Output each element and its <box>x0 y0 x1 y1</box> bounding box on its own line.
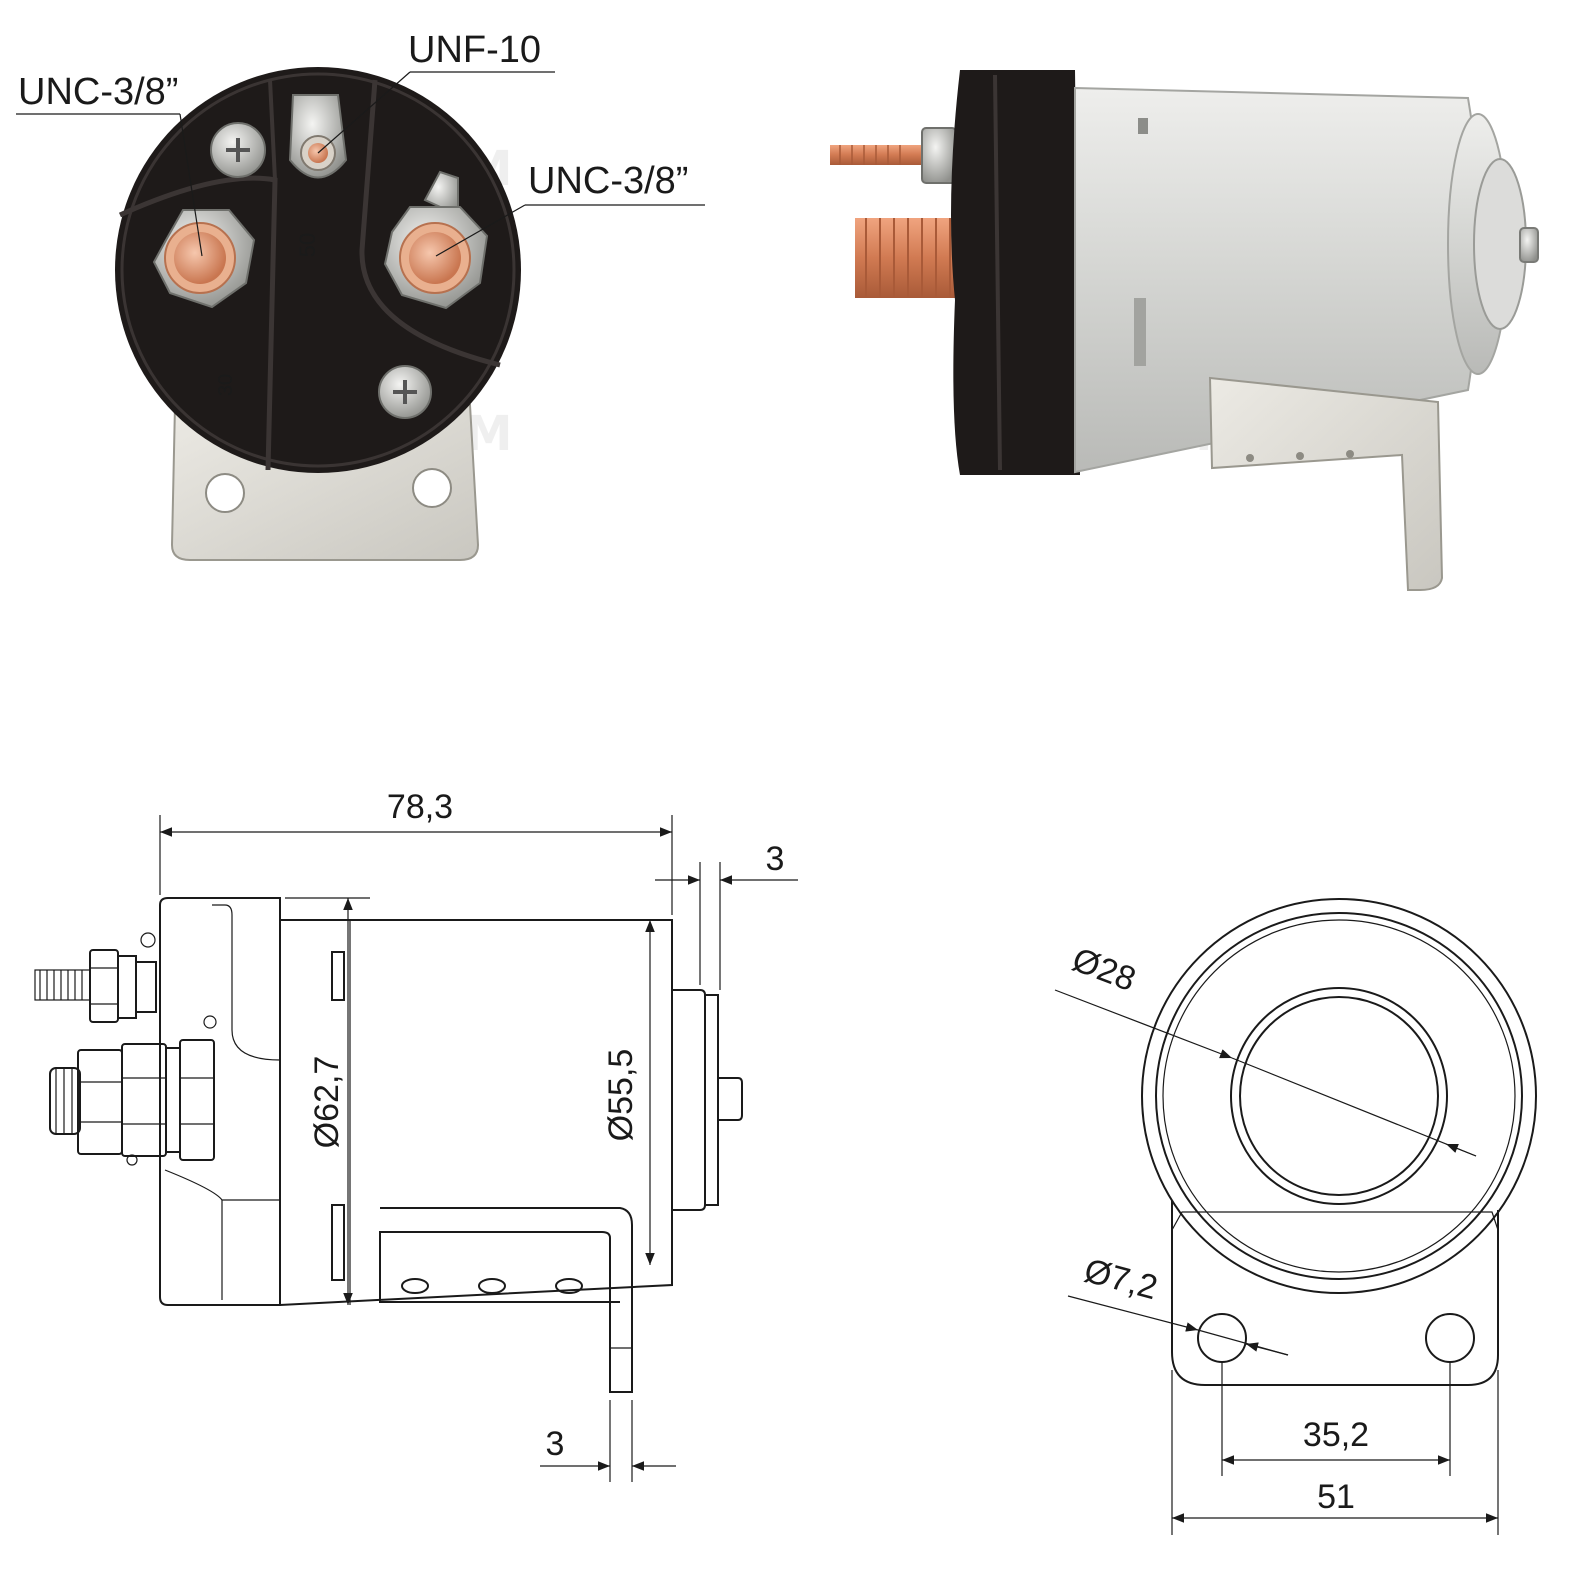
terminal-rivet <box>140 932 156 948</box>
hex-nut <box>921 127 957 184</box>
bracket-hole <box>1346 450 1354 458</box>
housing-rib <box>268 79 277 181</box>
mounting-hole <box>1197 1313 1247 1363</box>
cover-screw-bottom <box>378 365 432 419</box>
mounting-hole <box>412 468 452 508</box>
mounting-bracket <box>1208 376 1444 591</box>
callout-left-label: UNC-3/8” <box>18 71 178 113</box>
dim-bracket-value: 3 <box>546 1425 565 1463</box>
drawing-end-view: Ø28 Ø7,2 35,2 51 <box>1054 898 1537 1535</box>
mounting-hole <box>205 473 245 513</box>
dim-length-value: 78,3 <box>387 788 453 826</box>
dim-hole-spacing: 35,2 <box>1221 1362 1451 1476</box>
stud-thread <box>839 145 901 165</box>
drawn-control-stud <box>34 949 157 1023</box>
dim-bracket-width: 51 <box>1171 1370 1499 1535</box>
cap-detail <box>212 904 281 1061</box>
dim-length: 78,3 <box>159 788 673 915</box>
plunger-outer-circle <box>1230 987 1448 1205</box>
cap-detail <box>164 1169 280 1201</box>
callout-leaders <box>16 71 705 257</box>
phillips-screw-icon <box>226 138 250 162</box>
control-stud <box>830 145 942 165</box>
motor-terminal <box>383 170 489 310</box>
photo-side-view <box>830 70 1539 591</box>
can-slot <box>331 1204 345 1281</box>
dim-flange-value: 3 <box>766 840 785 878</box>
drawn-main-stud <box>49 1039 215 1161</box>
phillips-screw-icon <box>393 380 417 404</box>
plunger-inner-circle <box>1239 996 1439 1196</box>
cap-outline <box>159 897 281 1306</box>
housing-rib <box>118 175 278 471</box>
dim-spacing-value: 35,2 <box>1303 1416 1369 1454</box>
terminal-mark-50: 50 <box>295 233 320 257</box>
body-ring <box>1155 912 1523 1280</box>
can-outline <box>279 919 673 1306</box>
dim-hole-diameter: Ø7,2 <box>1067 1251 1289 1356</box>
housing-rim <box>120 72 516 468</box>
dim-can-diameter-value: Ø55,5 <box>602 1049 640 1142</box>
dim-flange-thickness: 3 <box>655 840 798 990</box>
dim-can-diameter: Ø55,5 <box>602 920 655 1265</box>
dim-hole-value: Ø7,2 <box>1080 1251 1161 1307</box>
plunger-boss <box>1473 158 1527 330</box>
housing-rib <box>359 79 501 368</box>
body-outer-circle <box>1141 898 1537 1294</box>
end-bracket-outline <box>1171 1200 1499 1386</box>
body-ring-inner <box>1162 919 1516 1273</box>
end-boss <box>705 994 719 1206</box>
dim-plunger-diameter: Ø28 <box>1054 940 1477 1157</box>
housing-edge <box>993 74 1002 471</box>
dim-plunger-value: Ø28 <box>1067 940 1141 999</box>
can-slot <box>1134 298 1146 366</box>
can-slot <box>331 951 345 1001</box>
terminal-rivet <box>126 1154 138 1166</box>
battery-terminal <box>152 209 256 309</box>
dim-body-diameter-value: Ø62,7 <box>308 1056 346 1149</box>
terminal-housing <box>951 70 1080 475</box>
bracket-slot <box>478 1278 506 1294</box>
bracket-outline <box>379 1207 633 1393</box>
bracket-slot <box>555 1278 583 1294</box>
can-slot <box>1138 118 1148 134</box>
callout-right-label: UNC-3/8” <box>528 160 688 202</box>
bracket-hole <box>1246 454 1254 462</box>
callout-top-label: UNF-10 <box>408 29 541 71</box>
mounting-hole <box>1425 1313 1475 1363</box>
terminal-rivet <box>203 1015 217 1029</box>
dim-bracket-thickness: 3 <box>540 1400 676 1482</box>
end-flange <box>672 989 706 1211</box>
bracket-hole <box>1296 452 1304 460</box>
dim-body-diameter: Ø62,7 <box>285 897 370 1305</box>
photo-front-view: 50 30 <box>16 29 705 561</box>
bracket-slot <box>401 1278 429 1294</box>
cover-screw-top <box>210 122 266 178</box>
drawing-side-view: 78,3 3 Ø62,7 Ø55,5 3 <box>34 788 798 1482</box>
terminal-mark-30: 30 <box>215 374 237 396</box>
plunger-tip <box>1519 227 1539 263</box>
plunger-tip <box>718 1077 743 1121</box>
dim-width-value: 51 <box>1317 1478 1355 1516</box>
